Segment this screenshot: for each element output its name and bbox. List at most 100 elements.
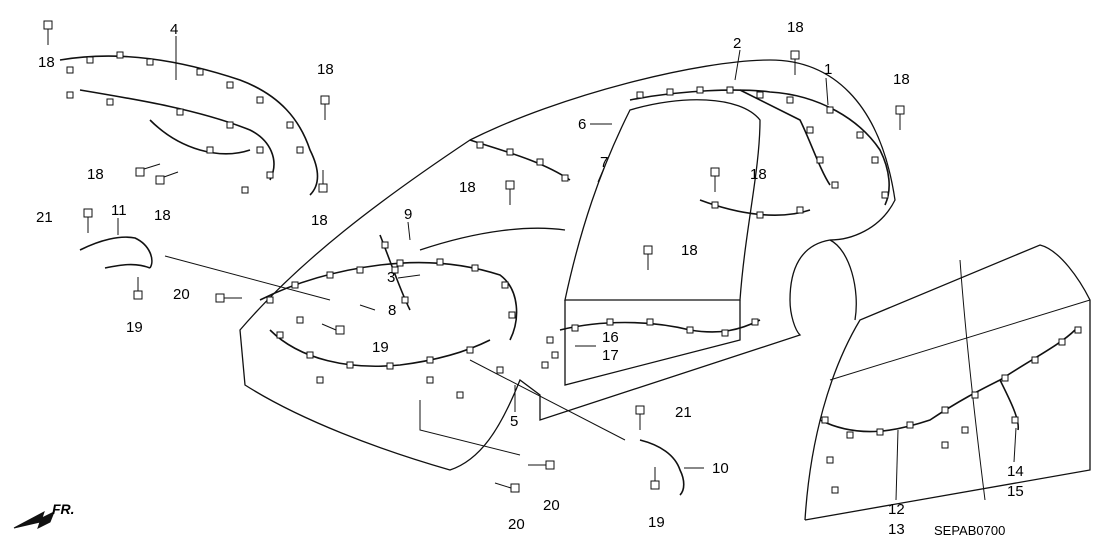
connector-clip	[401, 296, 409, 304]
connector-clip	[1001, 374, 1009, 382]
connector-clip	[196, 68, 204, 76]
callout-3: 3	[387, 269, 396, 286]
connector-clip	[508, 311, 516, 319]
callout-17: 17	[602, 347, 619, 364]
engine-room-harness	[59, 55, 319, 196]
connector-clip	[971, 391, 979, 399]
connector-clip	[256, 146, 264, 154]
connector-clip	[501, 281, 509, 289]
battery-cables	[79, 236, 685, 496]
connector-clip	[296, 146, 304, 154]
door-harness	[819, 329, 1076, 433]
callout-18-c: 18	[317, 61, 334, 78]
connector-clip	[226, 81, 234, 89]
connector-clip	[756, 91, 764, 99]
connector-clip	[751, 318, 759, 326]
connector-clip	[796, 206, 804, 214]
connector-clip	[66, 91, 74, 99]
connector-clip	[176, 108, 184, 116]
connector-clip	[906, 421, 914, 429]
connector-clip	[291, 281, 299, 289]
connector-clip	[831, 181, 839, 189]
callout-19-a: 19	[126, 319, 143, 336]
connector-clip	[726, 86, 734, 94]
connector-clip	[391, 266, 399, 274]
callout-18-b: 18	[787, 19, 804, 36]
connector-clip	[266, 171, 274, 179]
roof-harness	[629, 89, 890, 216]
connector-clip	[356, 266, 364, 274]
connector-clip	[276, 331, 284, 339]
callout-13: 13	[888, 521, 905, 538]
callout-8: 8	[388, 302, 397, 319]
callout-18-g: 18	[311, 212, 328, 229]
connector-clip	[476, 141, 484, 149]
connector-clip	[346, 361, 354, 369]
connector-clip	[961, 426, 969, 434]
connector-clip	[241, 186, 249, 194]
front-direction-label: FR.	[52, 501, 75, 517]
front-arrow-icon	[13, 510, 55, 529]
connector-clip	[256, 96, 264, 104]
callout-11: 11	[111, 202, 127, 219]
connector-clip	[116, 51, 124, 59]
callout-7: 7	[600, 154, 609, 171]
callout-18-d: 18	[893, 71, 910, 88]
connector-clip	[856, 131, 864, 139]
connector-clip	[471, 264, 479, 272]
connector-clip	[381, 241, 389, 249]
label-ticks	[117, 36, 1017, 501]
connector-clip	[316, 376, 324, 384]
connector-clip	[396, 259, 404, 267]
connector-clip	[686, 326, 694, 334]
connector-clip	[821, 416, 829, 424]
callout-12: 12	[888, 501, 905, 518]
connector-clip	[1074, 326, 1082, 334]
connector-clip	[711, 201, 719, 209]
leader-lines	[164, 255, 626, 441]
connector-clip	[606, 318, 614, 326]
connector-clip	[561, 174, 569, 182]
connector-clip	[426, 376, 434, 384]
connector-clip	[456, 391, 464, 399]
connector-clip	[696, 86, 704, 94]
callout-20-b: 20	[543, 497, 560, 514]
connector-clip	[826, 106, 834, 114]
connector-clip	[666, 88, 674, 96]
connector-clip	[106, 98, 114, 106]
connector-clip	[296, 316, 304, 324]
connector-clip	[146, 58, 154, 66]
connector-clip	[496, 366, 504, 374]
connector-clip	[941, 441, 949, 449]
callout-18-f: 18	[154, 207, 171, 224]
connector-clip	[1031, 356, 1039, 364]
connector-clip	[756, 211, 764, 219]
connector-clip	[426, 356, 434, 364]
connector-clip	[636, 91, 644, 99]
connector-clip	[506, 148, 514, 156]
connector-clip	[1058, 338, 1066, 346]
connector-clip	[871, 156, 879, 164]
connector-clip	[226, 121, 234, 129]
connector-clip	[86, 56, 94, 64]
callout-20-a: 20	[173, 286, 190, 303]
connector-clip	[571, 324, 579, 332]
callout-6: 6	[578, 116, 587, 133]
connector-clip	[721, 329, 729, 337]
callout-9: 9	[404, 206, 413, 223]
connector-clip	[466, 346, 474, 354]
callout-18-e: 18	[87, 166, 104, 183]
connector-clip	[536, 158, 544, 166]
callout-2: 2	[733, 35, 742, 52]
connector-clip	[286, 121, 294, 129]
callout-1: 1	[824, 61, 833, 78]
connector-clip	[816, 156, 824, 164]
callout-21-a: 21	[36, 209, 53, 226]
connector-clip	[436, 258, 444, 266]
callout-19-b: 19	[372, 339, 389, 356]
callout-19-c: 19	[648, 514, 665, 531]
connector-clip	[541, 361, 549, 369]
connector-clip	[306, 351, 314, 359]
